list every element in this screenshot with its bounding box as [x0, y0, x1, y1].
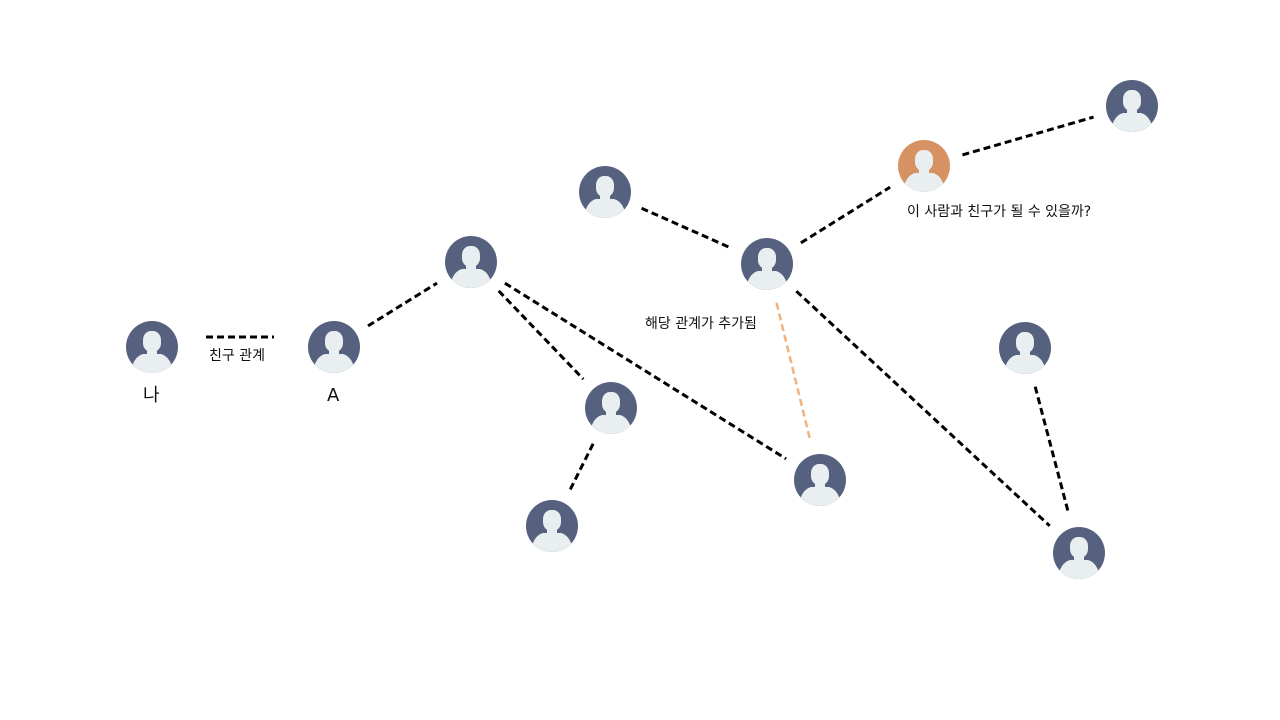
friend-edge: [568, 443, 595, 491]
friend-edge: [504, 281, 787, 461]
question-label: 이 사람과 친구가 될 수 있을까?: [907, 204, 1092, 220]
friend-edge: [795, 290, 1051, 527]
nodes-layer: [126, 80, 1158, 579]
person-node-n7: [1106, 80, 1158, 132]
person-node-n8: [999, 322, 1051, 374]
friend-edge: [800, 185, 891, 245]
person-node-n1: [445, 236, 497, 288]
person-node-a: [308, 321, 360, 373]
person-node-me: [126, 321, 178, 373]
candidate-person-node: [898, 140, 950, 192]
friend-edge: [962, 115, 1094, 157]
new-relation-edge: [775, 302, 812, 442]
person-node-n9: [1053, 527, 1105, 579]
person-node-n2: [579, 166, 631, 218]
relation-added-label: 해당 관계가 추가됨: [645, 316, 757, 332]
a-label: A: [327, 385, 340, 406]
person-node-n5: [794, 454, 846, 506]
person-node-n6: [741, 238, 793, 290]
edges-layer: [367, 115, 1094, 527]
friend-edge: [640, 206, 732, 250]
me-label: 나: [143, 385, 160, 406]
person-node-n3: [585, 382, 637, 434]
legend-friend-label: 친구 관계: [209, 348, 265, 364]
friend-edge: [1033, 386, 1071, 515]
friend-edge: [497, 289, 585, 381]
friend-edge: [367, 281, 438, 328]
person-node-n4: [526, 500, 578, 552]
